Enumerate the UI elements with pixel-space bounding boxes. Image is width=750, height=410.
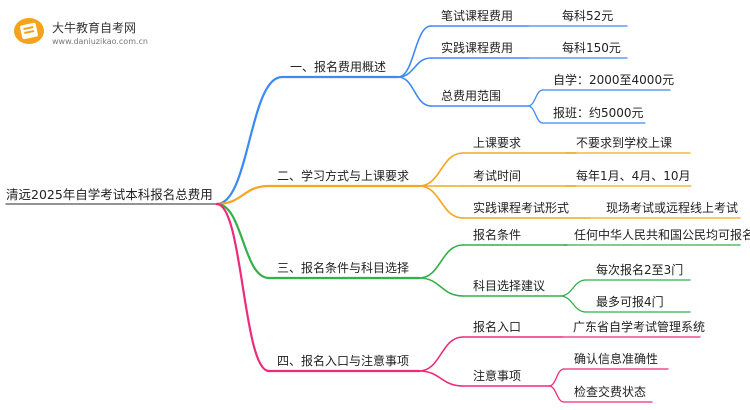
detail-label: 确认信息准确性	[574, 351, 658, 366]
detail-connector	[559, 295, 587, 313]
subtopic-connector	[418, 336, 464, 372]
subtopic-connector	[397, 57, 432, 78]
subtopic-connector	[418, 152, 464, 187]
subtopic-label: 上课要求	[473, 136, 521, 150]
branch-connector	[215, 75, 284, 206]
detail-connector	[559, 279, 587, 297]
subtopic-connector	[418, 185, 464, 219]
detail-connector	[548, 385, 565, 403]
logo-name: 大牛教育自考网	[52, 21, 137, 35]
detail-label: 不要求到学校上课	[576, 135, 672, 150]
detail-label: 报班：约5000元	[553, 105, 644, 120]
subtopic-label: 实践课程费用	[441, 40, 513, 55]
subtopic-label: 科目选择建议	[473, 279, 545, 293]
branch-connector	[215, 202, 271, 280]
site-logo: 大牛教育自考网 www.daniuzikao.com.cn	[8, 12, 158, 52]
detail-label: 每科150元	[562, 40, 621, 55]
subtopic-label: 报名入口	[473, 319, 521, 334]
branch-connector	[215, 184, 271, 206]
detail-label: 广东省自学考试管理系统	[573, 319, 705, 334]
subtopic-label: 报名条件	[473, 227, 521, 242]
subtopic-label: 总费用范围	[441, 89, 501, 103]
subtopic-connector	[397, 76, 432, 107]
detail-connector	[548, 368, 565, 387]
branch-label: 一、报名费用概述	[290, 59, 386, 74]
root-topic: 清远2025年自学考试本科报名总费用	[6, 187, 213, 202]
detail-label: 最多可报4门	[596, 294, 664, 309]
subtopic-label: 实践课程考试形式	[473, 200, 569, 215]
detail-label: 每年1月、4月、10月	[576, 168, 691, 183]
subtopic-connector	[418, 277, 464, 297]
branch-label: 二、学习方式与上课要求	[277, 168, 409, 183]
branch-label: 四、报名入口与注意事项	[277, 353, 409, 368]
subtopic-label: 笔试课程费用	[441, 8, 513, 23]
detail-label: 每科52元	[562, 8, 613, 23]
subtopic-label: 注意事项	[473, 368, 521, 383]
detail-label: 每次报名2至3门	[596, 262, 683, 277]
detail-label: 现场考试或远程线上考试	[606, 200, 738, 215]
detail-label: 自学：2000至4000元	[553, 72, 674, 87]
branch-connector	[215, 202, 271, 373]
subtopic-connector	[418, 370, 464, 387]
detail-label: 任何中华人民共和国公民均可报名	[574, 227, 750, 242]
subtopic-label: 考试时间	[473, 168, 521, 183]
detail-connector	[527, 89, 544, 107]
branch-label: 三、报名条件与科目选择	[277, 260, 409, 275]
logo-url: www.daniuzikao.com.cn	[52, 37, 148, 46]
detail-connector	[527, 105, 544, 124]
subtopic-connector	[397, 25, 432, 78]
detail-label: 检查交费状态	[574, 384, 646, 399]
subtopic-connector	[418, 244, 464, 279]
